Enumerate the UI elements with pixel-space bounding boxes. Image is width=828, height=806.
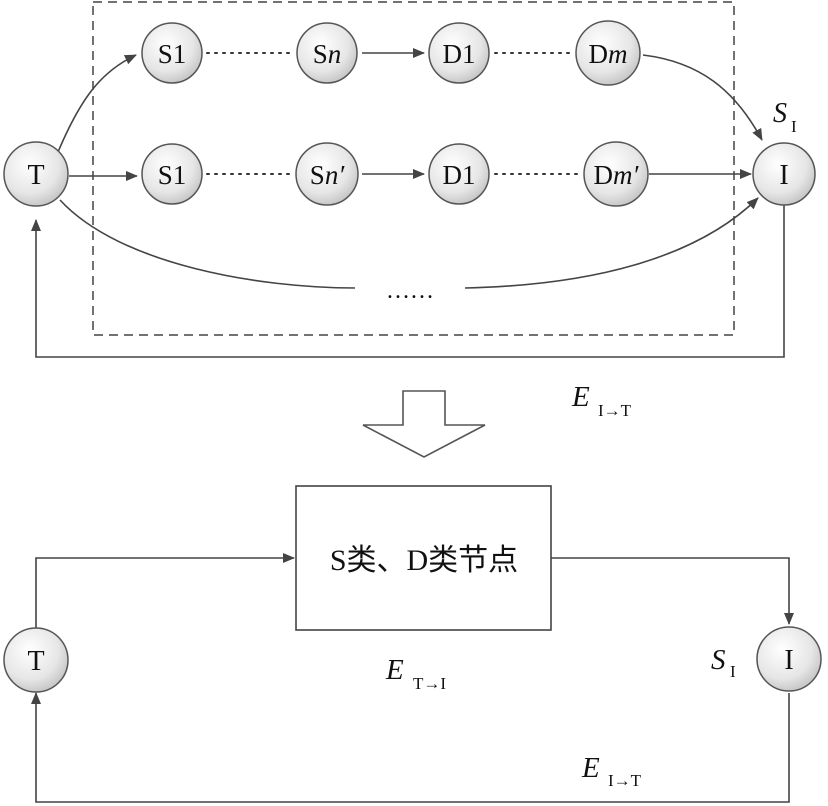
node-sn-row1-label: Sn	[313, 39, 342, 69]
nodes-dashed-boundary	[92, 1, 735, 336]
node-d1-row1-label: D1	[443, 39, 476, 69]
node-s1-row1-label: S1	[158, 39, 187, 69]
transform-down-arrow	[362, 390, 486, 458]
node-t-bottom-label: T	[27, 646, 44, 677]
node-sn-row2-label: Sn′	[310, 160, 346, 190]
edge-i-to-t-return-top	[31, 205, 785, 358]
node-sn-row2: Sn′	[295, 142, 359, 206]
bypass-path-ellipsis: ……	[386, 278, 434, 304]
node-t-top-label: T	[27, 160, 44, 191]
node-s1-row2: S1	[141, 143, 203, 205]
edge-t-to-box	[35, 553, 295, 628]
merged-s-d-nodes-box	[295, 485, 552, 631]
node-dm-row2-label: Dm′	[594, 160, 640, 190]
node-i-bottom-label: I	[784, 645, 793, 676]
node-dm-row1: Dm	[575, 20, 641, 86]
edge-t-to-i-bypass-right	[464, 197, 759, 289]
edge-t-to-i-bypass-left	[59, 199, 356, 289]
edge-dm-to-i-row1	[642, 54, 763, 141]
node-t-bottom: T	[3, 627, 69, 693]
edge-box-to-i	[551, 557, 794, 625]
node-i-top-label: I	[779, 160, 788, 191]
node-s1-row1: S1	[141, 22, 203, 84]
node-d1-row2-label: D1	[443, 160, 476, 190]
node-i-top: I	[752, 142, 816, 206]
node-s1-row2-label: S1	[158, 160, 187, 190]
merged-box-label: S类、D类节点	[330, 544, 518, 577]
node-d1-row2: D1	[428, 143, 490, 205]
edge-t-to-s1-row1	[57, 54, 137, 153]
node-d1-row1: D1	[428, 22, 490, 84]
node-dm-row2: Dm′	[583, 141, 649, 207]
node-t-top: T	[3, 141, 69, 207]
node-dm-row1-label: Dm	[589, 39, 628, 69]
node-sn-row1: Sn	[296, 22, 358, 84]
node-i-bottom: I	[756, 626, 822, 692]
edge-i-to-t-return-bottom	[31, 692, 790, 803]
